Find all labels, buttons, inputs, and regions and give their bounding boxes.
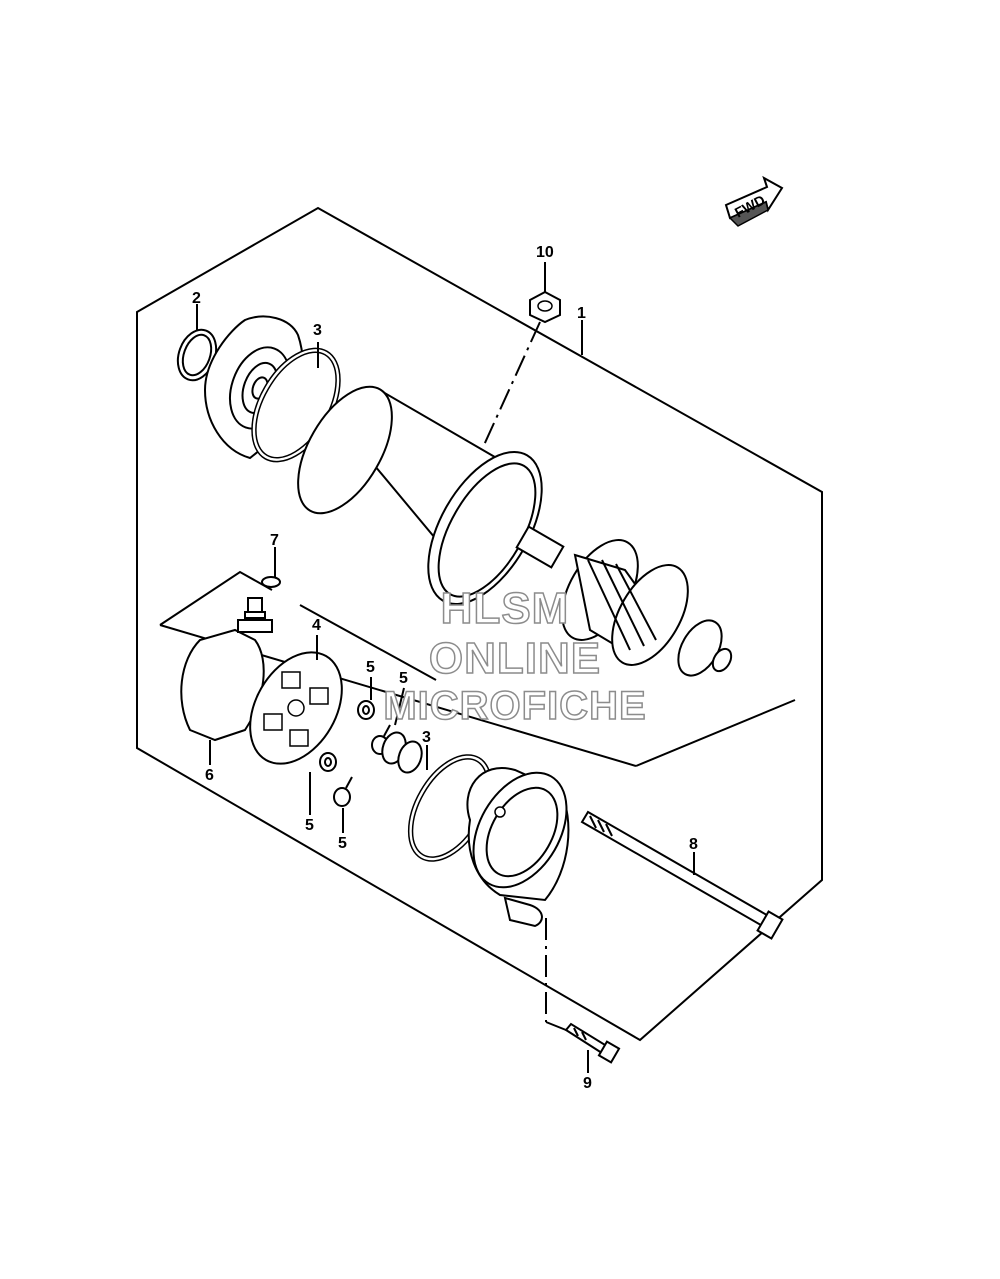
- subassembly-outline: [159, 570, 273, 626]
- brush-part-5-c: [319, 752, 337, 772]
- rear-cover: [180, 597, 273, 742]
- callout-4: 4: [312, 617, 321, 634]
- watermark-line-2: ONLINE: [428, 633, 602, 684]
- callout-1: 1: [577, 305, 586, 322]
- leader-5b: [394, 687, 405, 726]
- watermark-line-3: MICROFICHE: [383, 683, 647, 729]
- spring-part-5-d: [333, 776, 353, 807]
- callout-7: 7: [270, 532, 279, 549]
- through-bolt-part-8: [580, 810, 784, 940]
- mounting-bolt-part-9: [564, 1022, 621, 1064]
- yoke-housing: [297, 385, 543, 605]
- callout-2: 2: [192, 290, 201, 307]
- nut-part-10: [529, 290, 561, 324]
- watermark-line-1: HLSM: [440, 583, 570, 634]
- callout-5-d: 5: [338, 835, 347, 852]
- callout-6: 6: [205, 767, 214, 784]
- armature: [515, 525, 733, 677]
- washer-small-b: [397, 740, 423, 774]
- callout-5-c: 5: [305, 817, 314, 834]
- callout-5-b: 5: [399, 670, 408, 687]
- fwd-arrow-icon: FWD: [724, 175, 784, 227]
- rear-housing: [466, 767, 570, 928]
- callout-8: 8: [689, 836, 698, 853]
- callout-3-lower: 3: [422, 729, 431, 746]
- assembly-outline: [136, 206, 823, 1042]
- o-ring-part-2-inner: [181, 333, 213, 377]
- subassembly-top: [299, 604, 437, 681]
- callout-10: 10: [536, 244, 554, 261]
- alignment-line-bolt-end: [545, 1021, 567, 1031]
- subassembly-right: [635, 699, 796, 767]
- callout-5-a: 5: [366, 659, 375, 676]
- callout-9: 9: [583, 1075, 592, 1092]
- brush-holder-part-4: [249, 651, 343, 765]
- callout-3-upper: 3: [313, 322, 322, 339]
- brush-part-5-a: [357, 700, 375, 720]
- alignment-line-nut: [483, 321, 541, 446]
- washer-part-7: [261, 576, 281, 588]
